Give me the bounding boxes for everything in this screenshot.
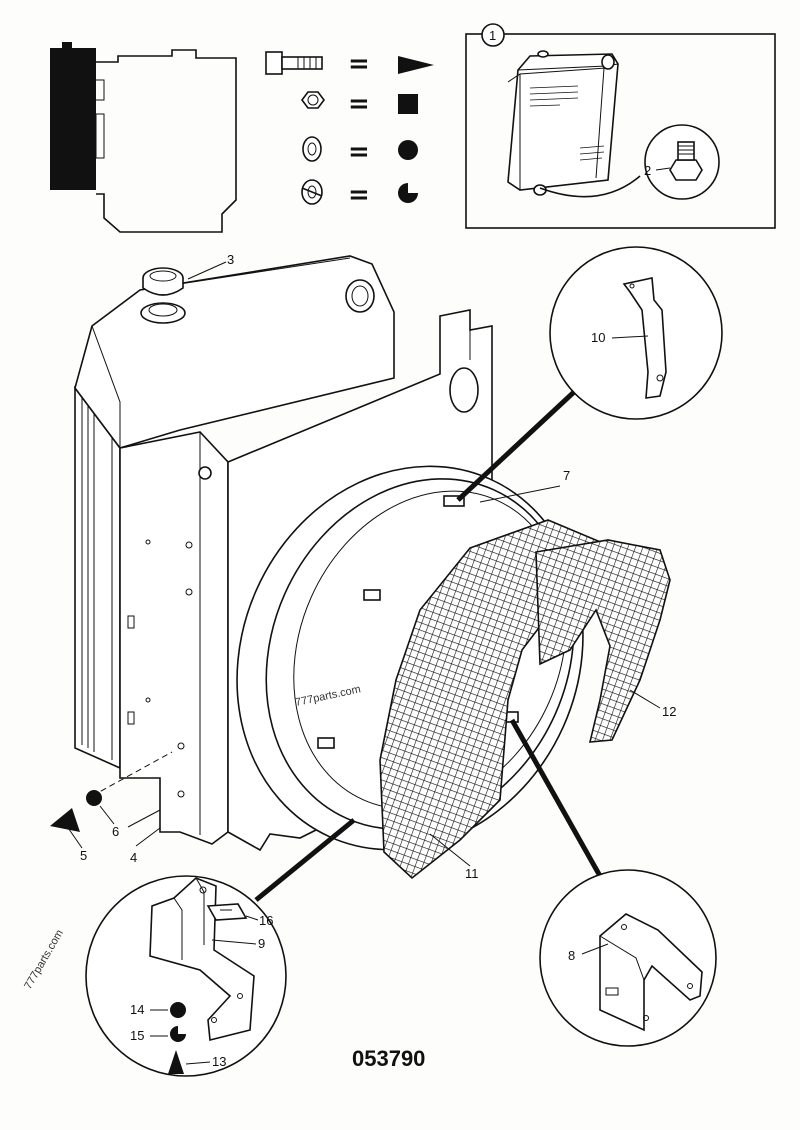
clip-nut-icon xyxy=(206,903,248,921)
drawing-number: 053790 xyxy=(352,1046,425,1071)
drain-plug-icon xyxy=(669,141,703,181)
ring-bracket xyxy=(443,495,465,507)
callout-11: 11 xyxy=(465,866,479,881)
ring-bracket xyxy=(363,589,381,601)
fastener-callouts-left: 5 6 xyxy=(50,751,173,863)
nut-symbol-square-icon xyxy=(398,94,418,114)
bolt-symbol-triangle-icon xyxy=(168,1050,184,1074)
spring-washer-icon xyxy=(301,179,323,205)
bolt-symbol-triangle-icon xyxy=(398,56,434,74)
equals-sign: = xyxy=(348,137,370,167)
equals-sign: = xyxy=(348,180,370,210)
callout-4: 4 xyxy=(130,850,137,865)
ring-bracket xyxy=(317,737,335,749)
equals-sign: = xyxy=(348,49,370,79)
callout-13: 13 xyxy=(212,1054,226,1069)
callout-8: 8 xyxy=(568,948,575,963)
fastener-legend: = = = = xyxy=(265,49,434,210)
washer-symbol-circle-icon xyxy=(398,140,418,160)
filler-neck xyxy=(140,302,186,324)
callout-5: 5 xyxy=(80,848,87,863)
bracket-8-detail: 8 xyxy=(509,718,717,1047)
zoom-circle xyxy=(549,246,723,420)
callout-7: 7 xyxy=(563,468,570,483)
equals-sign: = xyxy=(348,89,370,119)
inset-radiator-detail: 1 2 xyxy=(465,23,776,229)
bolt-icon xyxy=(265,51,323,75)
watermark: 777parts.com xyxy=(22,928,66,992)
radiator-cap-icon xyxy=(142,267,184,296)
washer-symbol-circle-icon xyxy=(86,790,102,806)
callout-circle xyxy=(481,23,505,47)
washer-symbol-circle-icon xyxy=(170,1002,186,1018)
machine-outline-thumbnail xyxy=(50,42,237,233)
callout-6: 6 xyxy=(112,824,119,839)
spring-washer-symbol-notched-circle-icon xyxy=(398,183,418,203)
callout-12: 12 xyxy=(662,704,676,719)
bracket-9-detail: 16 9 14 15 13 xyxy=(85,818,356,1077)
shroud-side-panel xyxy=(119,431,229,845)
callout-15: 15 xyxy=(130,1028,144,1043)
mesh-guard-side: 12 xyxy=(535,539,676,743)
flat-washer-icon xyxy=(302,136,322,162)
radiator-position-highlight xyxy=(50,48,96,190)
inset-frame xyxy=(465,33,776,229)
spring-washer-symbol-notched-circle-icon xyxy=(170,1026,186,1042)
callout-14: 14 xyxy=(130,1002,144,1017)
callout-9: 9 xyxy=(258,936,265,951)
callout-16: 16 xyxy=(259,913,273,928)
bracket-10-detail: 10 xyxy=(456,246,723,502)
nut-icon xyxy=(301,91,325,109)
callout-10: 10 xyxy=(591,330,605,345)
shroud-hole xyxy=(449,367,479,413)
callout-3: 3 xyxy=(227,252,234,267)
callout-2: 2 xyxy=(644,163,651,178)
callout-1: 1 xyxy=(489,28,496,43)
bolt-symbol-triangle-icon xyxy=(50,808,80,832)
